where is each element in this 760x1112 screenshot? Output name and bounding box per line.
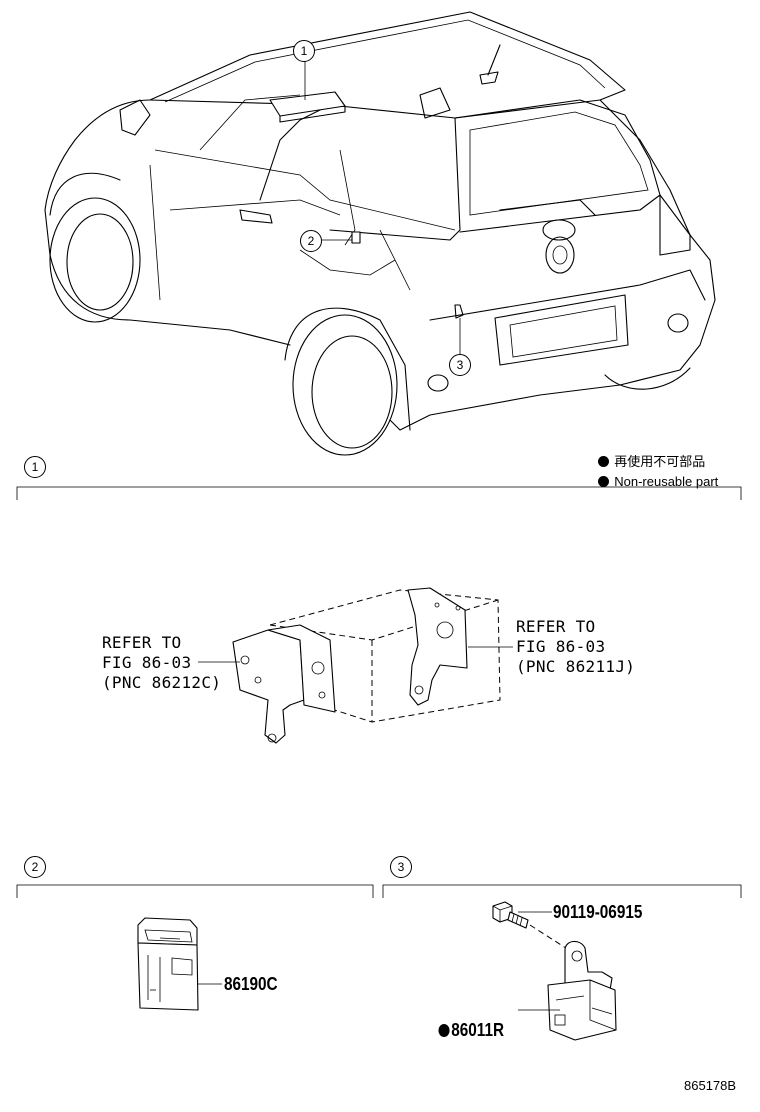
left-refer-line-2: FIG 86-03 bbox=[102, 653, 192, 672]
sensor-drawing bbox=[518, 940, 617, 1041]
car-callout-3: 3 bbox=[449, 354, 471, 376]
section-2-frame bbox=[16, 884, 374, 898]
legend-en-label: Non-reusable part bbox=[614, 474, 719, 489]
switch-drawing bbox=[137, 917, 222, 1011]
bolt-part-number: 90119-06915 bbox=[553, 902, 643, 922]
non-reusable-dot-icon bbox=[598, 456, 610, 467]
bolt-drawing bbox=[492, 901, 573, 953]
section-1-frame bbox=[16, 486, 742, 500]
right-refer-line-2: FIG 86-03 bbox=[516, 637, 606, 656]
left-refer-line-3: (PNC 86212C) bbox=[102, 673, 222, 692]
non-reusable-dot-icon bbox=[598, 476, 610, 487]
section-3-frame bbox=[382, 884, 742, 898]
module-assembly-drawing bbox=[198, 587, 513, 744]
sensor-part-number: 86011R bbox=[430, 1000, 504, 1040]
section-2-callout: 2 bbox=[24, 856, 46, 878]
right-refer-line-1: REFER TO bbox=[516, 617, 596, 636]
right-refer-line-3: (PNC 86211J) bbox=[516, 657, 636, 676]
section-1-callout: 1 bbox=[24, 456, 46, 478]
car-callout-2: 2 bbox=[300, 230, 322, 252]
left-refer-line-1: REFER TO bbox=[102, 633, 182, 652]
non-reusable-dot-icon bbox=[438, 1024, 450, 1037]
legend-jp-label: 再使用不可部品 bbox=[614, 454, 706, 469]
switch-part-number: 86190C bbox=[224, 974, 278, 994]
sensor-part-number-text: 86011R bbox=[451, 1020, 505, 1040]
car-callout-1: 1 bbox=[293, 40, 315, 62]
figure-id: 865178B bbox=[684, 1078, 737, 1093]
section-3-callout: 3 bbox=[390, 856, 412, 878]
legend-en: Non-reusable part bbox=[591, 458, 718, 490]
legend-jp: 再使用不可部品 bbox=[591, 438, 705, 470]
car-illustration bbox=[44, 11, 716, 456]
